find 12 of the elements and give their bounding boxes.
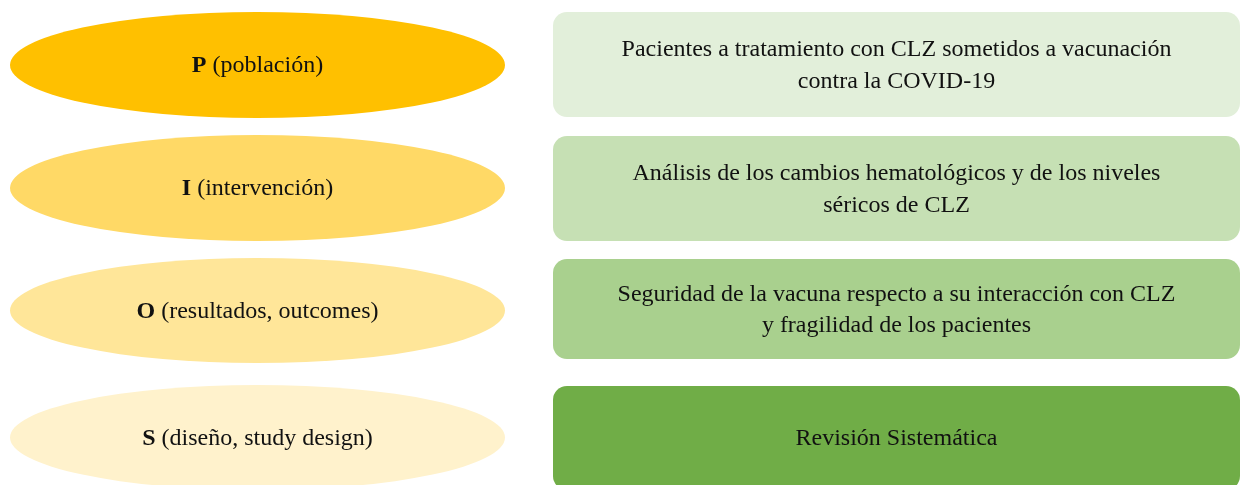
rounded-box: [553, 136, 1240, 241]
description-text: Pacientes a tratamiento con CLZ sometidos a vacunación contra la COVID-19: [620, 34, 1173, 95]
pico-label: O (resultados, outcomes): [136, 295, 379, 325]
description-text: Análisis de los cambios hematológicos y de los niveles séricos de CLZ: [631, 158, 1162, 219]
pico-label: P (población): [191, 50, 324, 80]
rounded-box: [553, 12, 1240, 117]
rounded-box: [553, 259, 1240, 359]
pico-label: S (diseño, study design): [142, 422, 373, 452]
rounded-box: [553, 386, 1240, 485]
description-text: Seguridad de la vacuna respecto a su interacción con CLZ y fragilidad de los pacientes: [616, 278, 1177, 339]
description-text: Revisión Sistemática: [795, 423, 998, 453]
pico-label: I (intervención): [181, 173, 334, 203]
